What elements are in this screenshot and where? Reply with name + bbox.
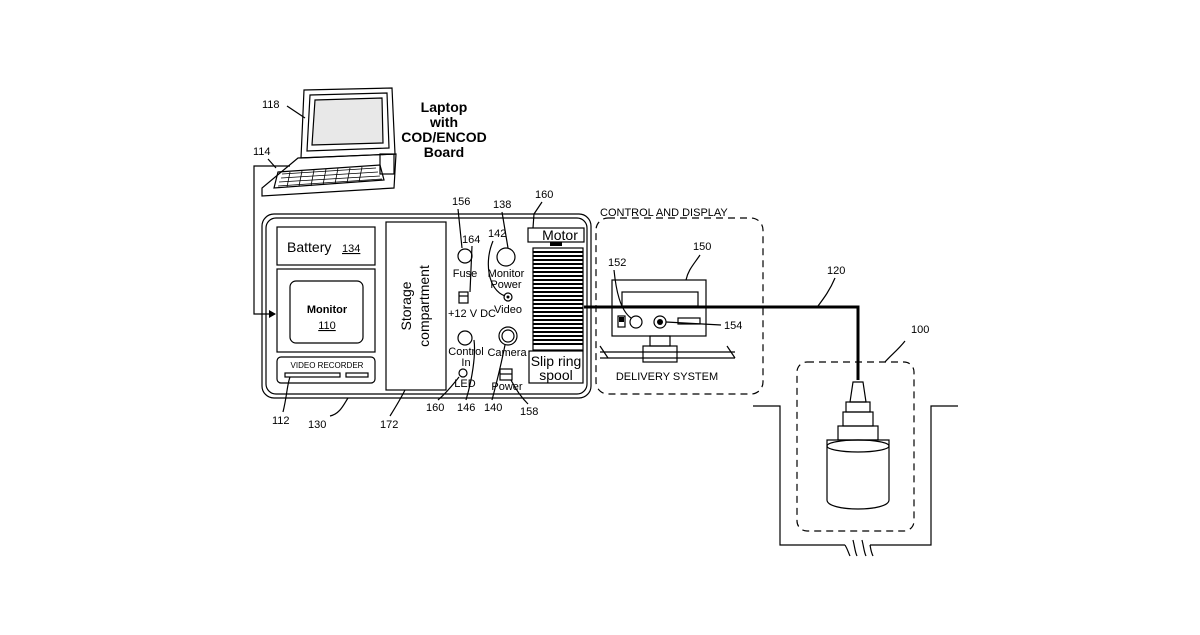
battery-label: Battery (287, 239, 331, 255)
control-panel: Fuse Monitor Power Video +12 V DC Contro… (448, 248, 527, 393)
storage-label-1: Storage (398, 281, 414, 330)
ref-112: 112 (272, 415, 290, 427)
ref-154: 154 (724, 320, 742, 332)
dc-label: +12 V DC (448, 308, 496, 320)
delivery-system-device (600, 280, 735, 362)
ref-114: 114 (253, 146, 271, 158)
ref-152: 152 (608, 257, 626, 269)
fuse-holder (458, 249, 472, 263)
video-recorder-label: VIDEO RECORDER (291, 361, 364, 370)
ref-160-bottom: 160 (426, 402, 444, 414)
monitor-label: Monitor (307, 304, 348, 316)
control-in-label-2: In (461, 357, 470, 369)
ref-118: 118 (262, 99, 280, 111)
slip-ring-label-2: spool (539, 367, 572, 383)
ref-172: 172 (380, 419, 398, 431)
ref-146: 146 (457, 402, 475, 414)
dc-jack (459, 292, 468, 303)
delivery-system-label: DELIVERY SYSTEM (616, 371, 718, 383)
video-label: Video (494, 304, 522, 316)
battery-ref: 134 (342, 243, 360, 255)
ref-120: 120 (827, 265, 845, 277)
monitor-power-switch (497, 248, 515, 266)
camera-label: Camera (487, 347, 527, 359)
fuse-label: Fuse (453, 268, 477, 280)
ref-130: 130 (308, 419, 326, 431)
well-left (753, 406, 845, 545)
control-display-title: CONTROL AND DISPLAY (600, 207, 728, 219)
laptop-title-line-4: Board (424, 144, 464, 160)
ref-156: 156 (452, 196, 470, 208)
laptop-title-line-3: COD/ENCOD (401, 129, 487, 145)
ref-150: 150 (693, 241, 711, 253)
probe-region (797, 362, 914, 531)
ref-158: 158 (520, 406, 538, 418)
ref-164: 164 (462, 234, 480, 246)
ref-142: 142 (488, 228, 506, 240)
laptop-title: Laptop with COD/ENCOD Board (401, 99, 487, 160)
cable-spool (533, 248, 583, 350)
led-indicator (459, 369, 467, 377)
ref-100: 100 (911, 324, 929, 336)
laptop-title-line-1: Laptop (421, 99, 468, 115)
ref-140: 140 (484, 402, 502, 414)
storage-label-2: compartment (416, 265, 432, 347)
ref-138: 138 (493, 199, 511, 211)
control-knob-152 (630, 316, 642, 328)
motor-label: Motor (542, 227, 578, 243)
probe-device (827, 382, 889, 509)
monitor-ref: 110 (318, 320, 336, 332)
control-in-jack (458, 331, 472, 345)
laptop-title-line-2: with (429, 114, 458, 130)
laptop-drawing (262, 88, 396, 196)
ref-160-top: 160 (535, 189, 553, 201)
